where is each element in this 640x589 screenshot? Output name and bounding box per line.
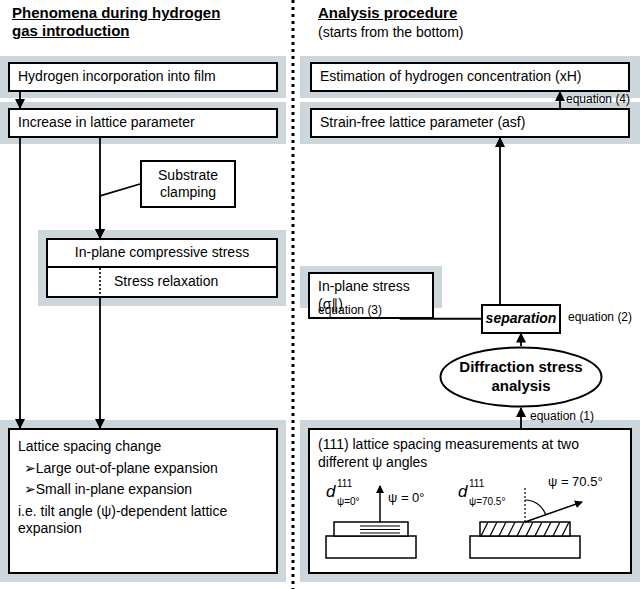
process-box: Strain-free lattice parameter (asf) bbox=[310, 108, 630, 138]
node-text: In-plane compressive stress bbox=[75, 244, 249, 262]
node-text: (111) lattice spacing measurements at tw… bbox=[318, 436, 622, 471]
connector-arrow bbox=[19, 92, 21, 108]
symbol-label: 111 bbox=[337, 478, 352, 490]
sample-tilted bbox=[470, 486, 582, 558]
process-box: Substrate clamping bbox=[140, 160, 236, 208]
node-text: Substrate clamping bbox=[150, 167, 226, 202]
symbol-label: 111 bbox=[469, 478, 484, 490]
node-text: Lattice spacing change bbox=[18, 438, 268, 456]
symbol-label: ψ = 0° bbox=[388, 490, 425, 506]
symbol-label: ψ=0° bbox=[337, 496, 360, 508]
symbol-label: d bbox=[458, 482, 467, 502]
process-box: Increase in lattice parameter bbox=[8, 108, 278, 138]
node-text: Estimation of hydrogen concentration (xH… bbox=[320, 68, 620, 86]
dotted-line bbox=[98, 268, 102, 298]
symbol-label: ψ=70.5° bbox=[469, 496, 505, 508]
symbol-label: d bbox=[326, 482, 335, 502]
connector-arrow bbox=[520, 408, 522, 428]
connector-arrow bbox=[520, 334, 522, 347]
node-text: Increase in lattice parameter bbox=[18, 114, 268, 132]
node-body-text: ➢Small in-plane expansion bbox=[18, 481, 268, 499]
separation-box: separation bbox=[481, 304, 561, 334]
divider-line bbox=[292, 0, 295, 589]
edge-label: equation (2) bbox=[568, 310, 632, 324]
process-box: Lattice spacing change ➢Large out-of-plan… bbox=[8, 428, 278, 574]
node-text: Diffraction stress analysis bbox=[459, 358, 583, 396]
connector-arrow bbox=[99, 298, 101, 428]
connector-arrow bbox=[499, 138, 501, 304]
grey-band bbox=[0, 56, 640, 582]
node-text: Stress relaxation bbox=[114, 273, 268, 291]
edge-label: equation (3) bbox=[318, 303, 382, 317]
node-text: Hydrogen incorporation into film bbox=[18, 68, 268, 86]
process-box: Estimation of hydrogen concentration (xH… bbox=[310, 62, 630, 92]
edge-label: equation (1) bbox=[530, 409, 594, 423]
node-text: separation bbox=[486, 310, 557, 328]
connector-arrow bbox=[559, 92, 561, 108]
process-box: In-plane compressive stress bbox=[46, 238, 278, 268]
node-body-text: i.e. tilt angle (ψ)-dependent lattice ex… bbox=[18, 503, 268, 538]
column-heading: (starts from the bottom) bbox=[318, 24, 463, 41]
process-box: Stress relaxation bbox=[46, 268, 278, 298]
connector-arrow bbox=[100, 184, 140, 238]
node-text: Strain-free lattice parameter (asf) bbox=[320, 114, 620, 132]
edge-label: equation (4) bbox=[566, 92, 630, 106]
process-box: Hydrogen incorporation into film bbox=[8, 62, 278, 92]
symbol-label: ψ = 70.5° bbox=[548, 474, 603, 490]
column-heading: Phenomena during hydrogen gas introducti… bbox=[12, 4, 224, 40]
node-body-text: ➢Large out-of-plane expansion bbox=[18, 460, 268, 478]
box-fill bbox=[308, 428, 632, 574]
connector-arrow bbox=[19, 138, 21, 428]
ellipse-node: Diffraction stress analysis bbox=[439, 346, 603, 408]
column-heading: Analysis procedure bbox=[318, 4, 457, 22]
